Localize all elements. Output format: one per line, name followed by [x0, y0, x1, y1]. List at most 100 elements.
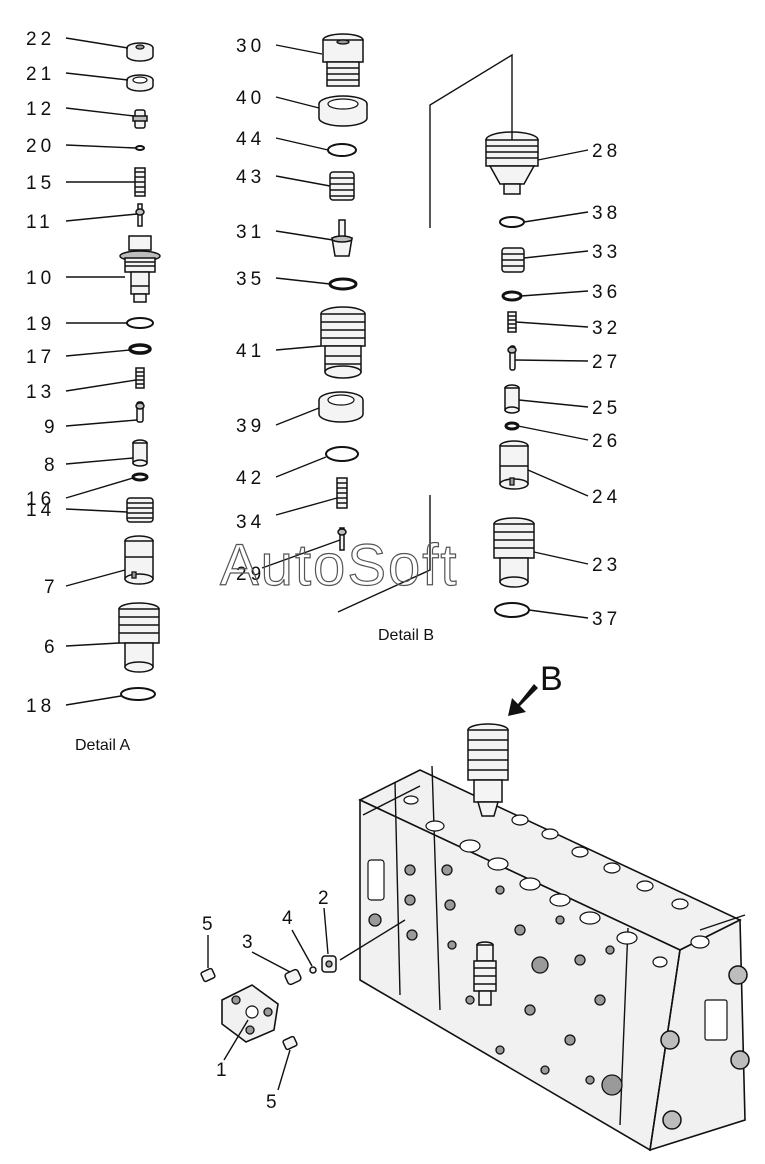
detail-a-caption: Detail A	[75, 737, 130, 754]
leader-line	[65, 107, 135, 117]
part-14	[126, 497, 154, 523]
part-10	[119, 235, 161, 303]
callout-16: 16	[26, 489, 55, 510]
callout-6: 6	[44, 637, 59, 658]
callout-36: 36	[592, 282, 621, 303]
part-8	[132, 439, 148, 467]
leader-line	[323, 907, 329, 955]
leader-line	[275, 456, 327, 478]
callout-28: 28	[592, 141, 621, 162]
valve-b-mounted	[467, 723, 509, 817]
part-31	[331, 219, 353, 257]
leader-line	[65, 72, 129, 81]
part-36	[501, 290, 523, 302]
leader-line	[261, 539, 341, 569]
leader-line	[291, 929, 313, 967]
part-22	[126, 42, 154, 62]
callout-12: 12	[26, 99, 55, 120]
leader-line	[65, 457, 134, 465]
callout-13: 13	[26, 382, 55, 403]
part-32	[507, 311, 517, 333]
part-21	[126, 74, 154, 92]
leader-line	[527, 469, 589, 497]
part-17	[128, 343, 152, 355]
callout-31: 31	[236, 222, 265, 243]
callout-8: 8	[44, 455, 59, 476]
callout-44: 44	[236, 129, 265, 150]
leader-line	[65, 213, 138, 222]
callout-25: 25	[592, 398, 621, 419]
detail-b-bracket-lower	[337, 495, 431, 613]
callout-37: 37	[592, 609, 621, 630]
callout-34: 34	[236, 512, 265, 533]
part-13	[135, 367, 145, 389]
part-27	[507, 345, 517, 371]
valve-a-mounted	[473, 941, 497, 1006]
part-4	[309, 966, 317, 974]
leader-line	[65, 477, 134, 499]
part-44	[327, 143, 357, 157]
callout-35: 35	[236, 269, 265, 290]
callout-30: 30	[236, 36, 265, 57]
leader-line	[275, 137, 329, 151]
part-7	[124, 535, 154, 585]
part-35	[328, 277, 358, 291]
part-23	[493, 517, 535, 588]
callout-27: 27	[592, 352, 621, 373]
callout-20: 20	[26, 136, 55, 157]
part-11	[135, 203, 145, 227]
part-34	[336, 477, 348, 509]
leader-line	[65, 37, 129, 49]
leader-line	[275, 345, 322, 351]
leader-line	[533, 551, 589, 565]
callout-24: 24	[592, 487, 621, 508]
view-b-arrow	[508, 684, 538, 716]
part-5-upper	[200, 967, 216, 983]
leader-line	[275, 497, 338, 516]
callout-15: 15	[26, 173, 55, 194]
part-42	[325, 446, 359, 462]
leader-line	[523, 211, 589, 223]
detail-b-right-parts	[485, 131, 539, 618]
leader-line	[65, 508, 128, 513]
part-33	[501, 247, 525, 273]
callout-7: 7	[44, 577, 59, 598]
leader-line	[277, 1049, 291, 1091]
part-40	[318, 95, 368, 127]
callout-5: 5	[202, 914, 217, 935]
callout-5: 5	[266, 1092, 281, 1113]
callout-42: 42	[236, 468, 265, 489]
small-parts	[200, 919, 406, 1051]
callout-39: 39	[236, 416, 265, 437]
part-18	[120, 687, 156, 701]
callout-10: 10	[26, 268, 55, 289]
leader-line	[251, 951, 291, 973]
leader-line	[520, 290, 589, 297]
leader-line	[65, 695, 122, 706]
leader-line	[523, 250, 589, 259]
leader-line	[65, 642, 120, 647]
part-41	[320, 306, 366, 379]
part-29	[337, 527, 347, 551]
top-ports	[403, 795, 710, 968]
detail-b-caption: Detail B	[378, 627, 434, 644]
end-bolts	[601, 965, 750, 1130]
callout-11: 11	[26, 212, 54, 233]
leader-line	[223, 1019, 249, 1061]
part-39	[318, 391, 364, 423]
leader-line	[275, 175, 331, 187]
part-24	[499, 440, 529, 490]
part-25	[504, 384, 520, 414]
view-b-label: B	[540, 660, 563, 698]
leader-line	[275, 230, 334, 241]
leader-line	[65, 349, 131, 357]
leader-line	[517, 425, 589, 441]
leader-line	[528, 609, 589, 619]
leader-line	[65, 419, 138, 427]
callout-4: 4	[282, 908, 297, 929]
callout-2: 2	[318, 888, 333, 909]
